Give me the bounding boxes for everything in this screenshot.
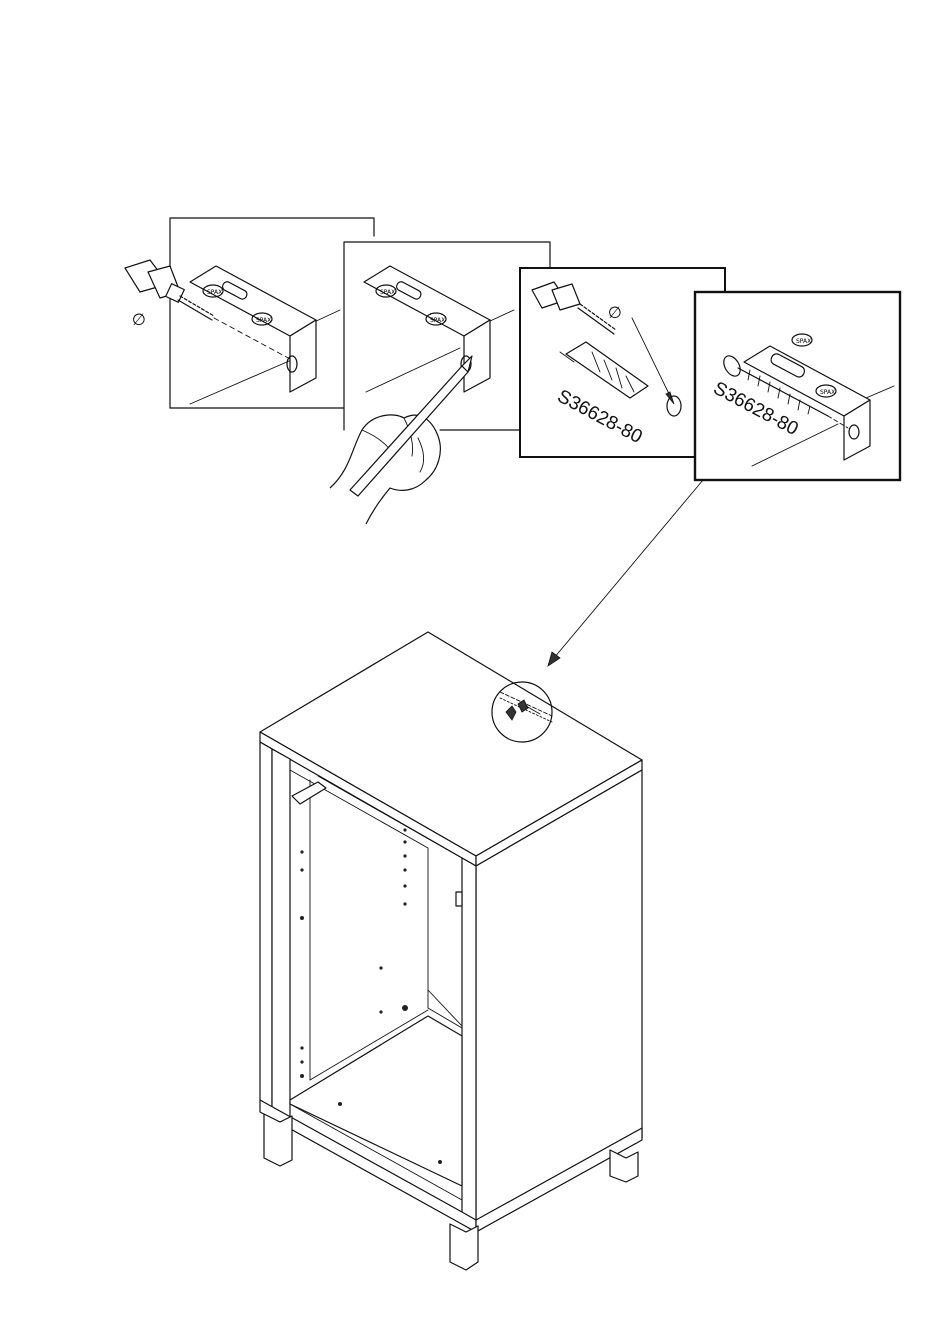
- svg-text:SPAX: SPAX: [796, 338, 811, 345]
- arrow-icon: [548, 480, 703, 666]
- svg-text:SPAX: SPAX: [256, 317, 271, 324]
- diameter-symbol: ∅: [608, 303, 622, 322]
- svg-text:SPAX: SPAX: [820, 389, 835, 396]
- step-1-panel: SPAX SPAX ∅: [125, 218, 374, 408]
- svg-text:SPAX: SPAX: [430, 317, 445, 324]
- wall-bracket-icon: SPAX SPAX: [364, 266, 490, 392]
- wall-bracket-icon: SPAX SPAX: [190, 266, 316, 392]
- svg-text:SPAX: SPAX: [380, 289, 395, 296]
- diameter-symbol: ∅: [132, 310, 146, 329]
- cabinet-icon: [260, 632, 642, 1270]
- svg-text:SPAX: SPAX: [207, 289, 222, 296]
- step-2-panel: SPAX SPAX: [330, 242, 550, 524]
- step-4-panel: SPAX SPAX S36628-80: [695, 292, 900, 480]
- hand-icon: [330, 415, 440, 524]
